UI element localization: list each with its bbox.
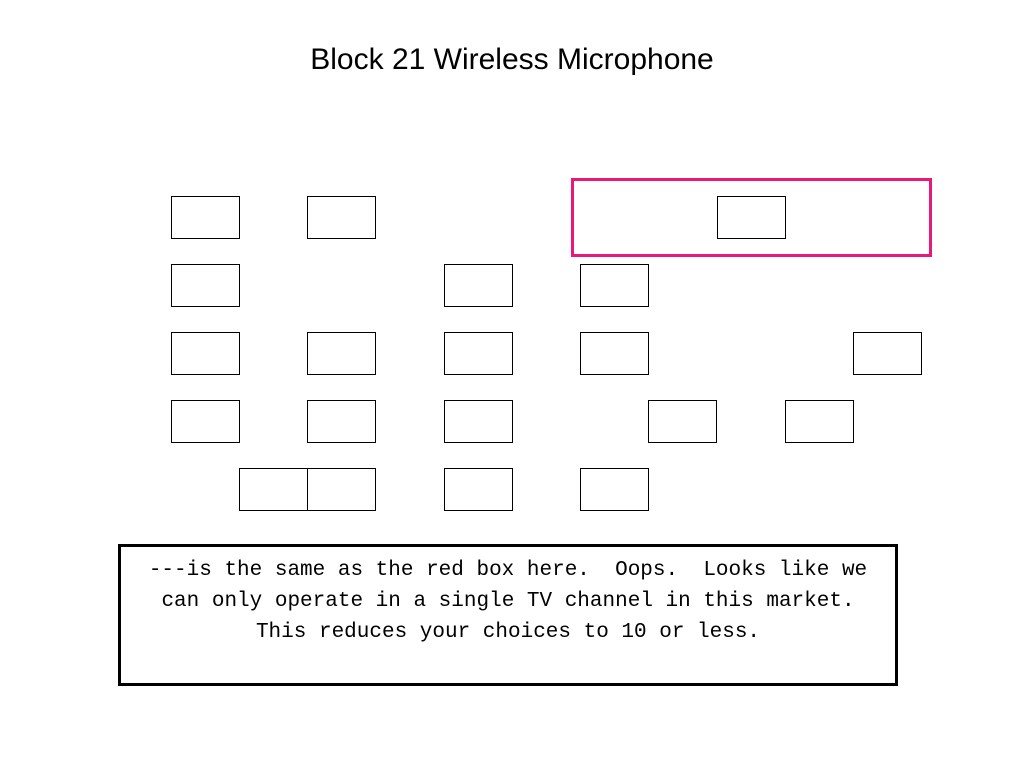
red-highlight-box	[571, 178, 932, 257]
grid-cell	[853, 332, 922, 375]
grid-cell	[785, 400, 854, 443]
grid-cell	[171, 332, 240, 375]
grid-cell	[444, 400, 513, 443]
grid-cell	[171, 400, 240, 443]
grid-cell	[239, 468, 308, 511]
grid-cell	[580, 332, 649, 375]
grid-cell	[307, 400, 376, 443]
grid-cell	[580, 468, 649, 511]
grid-cell	[717, 196, 786, 239]
grid-cell	[444, 468, 513, 511]
slide-title: Block 21 Wireless Microphone	[310, 43, 714, 76]
grid-cell	[648, 400, 717, 443]
grid-cell	[444, 264, 513, 307]
grid-cell	[171, 196, 240, 239]
grid-cell	[307, 196, 376, 239]
grid-cell	[580, 264, 649, 307]
grid-cell	[307, 332, 376, 375]
grid-cell	[171, 264, 240, 307]
note-callout: ---is the same as the red box here. Oops…	[118, 544, 898, 686]
grid-cell	[307, 468, 376, 511]
grid-cell	[444, 332, 513, 375]
